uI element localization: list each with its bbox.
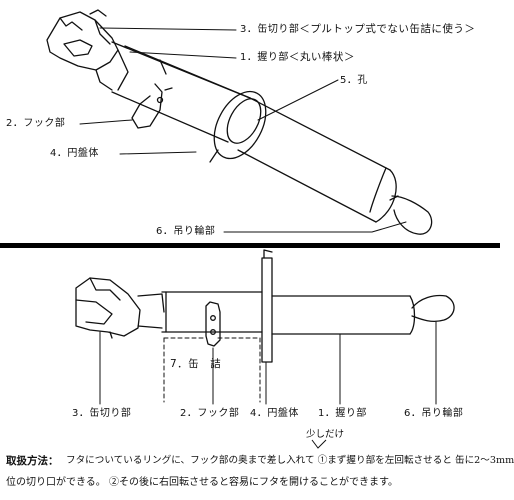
label-top-hole: 5．孔 (340, 75, 368, 86)
instruction-line-2: 位の切り口ができる。 ②その後に右回転させると容易にフタを開けることができます。 (6, 477, 398, 488)
label-note: ＜プルトップ式でない缶詰に使う＞ (299, 23, 476, 35)
top-shaft-shape (111, 41, 251, 143)
instruction-annotation: 少しだけ (306, 429, 345, 440)
label-text: 1．握り部 (240, 52, 289, 63)
label-bottom-hook: 2．フック部 (180, 408, 240, 419)
bottom-leader-lines (99, 321, 437, 405)
diagram-canvas: 3．缶切り部＜プルトップ式でない缶詰に使う＞ 1．握り部＜丸い棒状＞ 5．孔 2… (0, 9, 514, 488)
bottom-hook-shape (205, 301, 221, 347)
instruction-line-1: フタについているリングに、フック部の奥まで差し入れて ①まず握り部を左回転させる… (66, 455, 514, 466)
top-grip-shape (237, 97, 397, 223)
label-bottom-disc: 4．円盤体 (250, 408, 299, 419)
label-note: ＜丸い棒状＞ (288, 51, 355, 63)
top-disc-shape (209, 90, 267, 163)
label-top-disc: 4．円盤体 (50, 148, 99, 159)
top-hook-shape (131, 83, 173, 129)
top-can-cutter-shape (46, 9, 119, 91)
top-leader-lines (79, 27, 407, 233)
label-bottom-can: 7．缶 詰 (170, 358, 222, 370)
bottom-disc-shape (261, 249, 273, 363)
top-ring-shape (389, 195, 433, 235)
label-top-can-cutter: 3．缶切り部＜プルトップ式でない缶詰に使う＞ (240, 23, 475, 36)
label-bottom-ring: 6．吊り輪部 (404, 408, 464, 419)
label-top-grip: 1．握り部＜丸い棒状＞ (240, 51, 355, 64)
bottom-can-cutter-shape (75, 277, 141, 339)
instruction-title: 取扱方法： (6, 455, 59, 467)
annotation-caret (311, 439, 327, 449)
bottom-can-outline (163, 337, 261, 403)
label-bottom-grip: 1．握り部 (318, 408, 367, 419)
line-drawing (0, 9, 500, 449)
label-text: 3．缶切り部 (240, 24, 300, 35)
bottom-grip-shape (271, 295, 416, 335)
divider-band (0, 243, 500, 248)
label-bottom-can-cutter: 3．缶切り部 (72, 408, 132, 419)
bottom-neck-shape (137, 291, 263, 333)
label-top-hook: 2．フック部 (6, 118, 66, 129)
bottom-ring-shape (411, 294, 455, 322)
label-top-ring: 6．吊り輪部 (156, 226, 216, 237)
